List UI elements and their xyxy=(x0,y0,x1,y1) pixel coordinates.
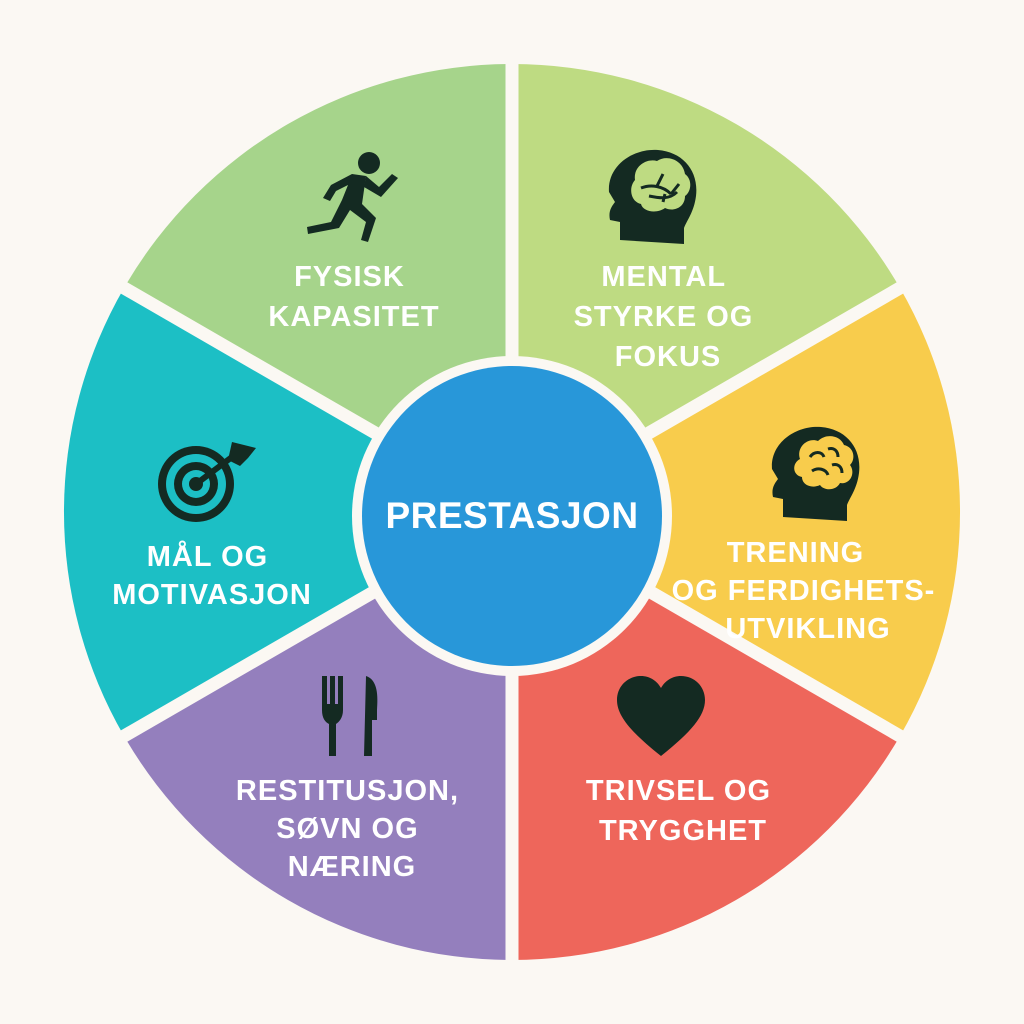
label-line: MENTAL xyxy=(601,261,725,293)
label-maal-motivasjon: MÅL OG MOTIVASJON xyxy=(112,540,312,611)
label-mental-styrke: MENTAL STYRKE OG FOKUS xyxy=(574,261,763,373)
label-line: RESTITUSJON, xyxy=(236,775,459,807)
label-line: TRIVSEL OG xyxy=(586,775,771,807)
segment-trening xyxy=(512,288,961,736)
heart-icon xyxy=(617,676,705,756)
brain-head-icon-2 xyxy=(771,426,860,521)
label-restitusjon: RESTITUSJON, SØVN OG NÆRING xyxy=(236,775,468,883)
label-line: MÅL OG xyxy=(147,540,268,573)
target-arrow-icon xyxy=(158,442,256,522)
label-line: TRENING xyxy=(727,537,865,569)
label-trivsel: TRIVSEL OG TRYGGHET xyxy=(586,775,780,847)
runner-icon xyxy=(307,152,398,242)
center-circle xyxy=(362,366,662,666)
brain-head-icon xyxy=(608,149,697,244)
center-label: PRESTASJON xyxy=(385,495,638,536)
label-line: FOKUS xyxy=(615,341,722,373)
label-line: STYRKE OG xyxy=(574,301,754,333)
label-line: SØVN OG xyxy=(276,813,418,845)
label-line: UTVIKLING xyxy=(725,613,890,645)
label-line: MOTIVASJON xyxy=(112,579,312,611)
label-line: OG FERDIGHETS- xyxy=(672,575,936,607)
label-line: TRYGGHET xyxy=(599,815,767,847)
label-line: NÆRING xyxy=(288,851,416,883)
segment-maal-motivasjon xyxy=(63,288,512,736)
label-line: FYSISK xyxy=(294,261,405,293)
label-fysisk-kapasitet: FYSISK KAPASITET xyxy=(268,261,439,333)
fork-knife-icon xyxy=(322,676,378,756)
label-line: KAPASITET xyxy=(268,301,439,333)
label-trening: TRENING OG FERDIGHETS- UTVIKLING xyxy=(672,537,945,645)
